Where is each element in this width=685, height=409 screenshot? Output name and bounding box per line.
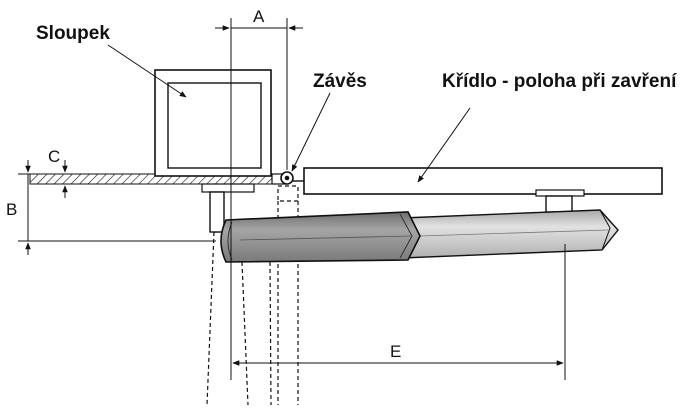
post-label: Sloupek — [36, 23, 110, 44]
post-bracket — [209, 191, 225, 233]
hinge-label: Závěs — [313, 71, 367, 92]
gate-leaf-shape — [293, 167, 663, 213]
actuator — [220, 209, 619, 263]
leader-lines — [107, 44, 471, 183]
actuator-rod — [401, 209, 619, 259]
dashed-outlines — [206, 185, 299, 406]
leaf-label: Křídlo - poloha při zavření — [442, 71, 677, 92]
dimension-a-label: A — [253, 7, 265, 26]
dimension-lines — [18, 18, 566, 380]
dimension-e-label: E — [390, 342, 401, 361]
dimension-b-label: B — [6, 200, 17, 219]
dimension-c-label: C — [48, 147, 60, 166]
actuator-body — [220, 211, 421, 263]
hinge-shape — [271, 171, 294, 185]
